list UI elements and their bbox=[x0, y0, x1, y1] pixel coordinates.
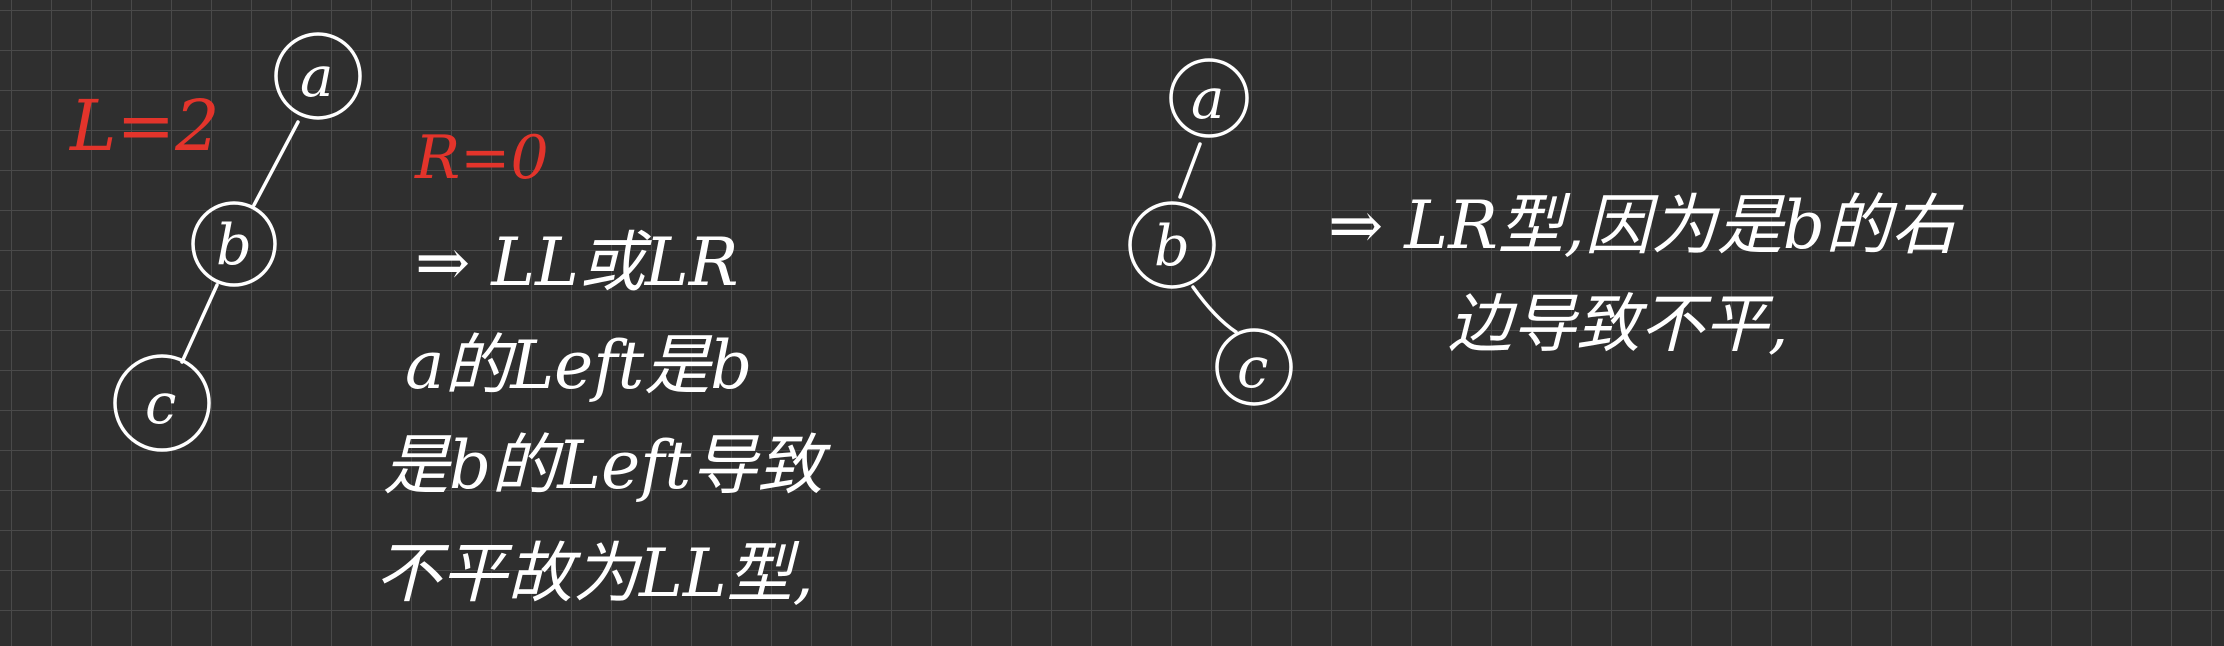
right-tree-node-b-circle bbox=[1128, 201, 1216, 289]
left-note: ⇒ LL或LR a的Left是b 是b的Left导致 不平故为LL型, bbox=[375, 224, 831, 612]
right-tree-node-b: b bbox=[1154, 214, 1190, 279]
left-tree-node-b: b bbox=[216, 213, 252, 278]
right-note: ⇒ LR型,因为是b的右 边导致不平, bbox=[1328, 187, 1964, 362]
right-tree-node-c-circle bbox=[1215, 328, 1293, 406]
left-tree-node-a-circle bbox=[274, 32, 362, 120]
left-note-line-3: 是b的Left导致 bbox=[383, 427, 831, 504]
left-tree-node-b-circle bbox=[191, 201, 277, 287]
right-tree-edge-a-b bbox=[1178, 142, 1202, 199]
left-tree: a b c bbox=[113, 32, 362, 452]
right-tree-node-a: a bbox=[1191, 67, 1224, 132]
right-note-line-2: 边导致不平, bbox=[1448, 288, 1788, 362]
left-tree-node-a: a bbox=[300, 45, 333, 110]
left-tree-node-c: c bbox=[145, 372, 176, 437]
right-height-label: R=0 bbox=[414, 123, 549, 193]
left-height-label: L=2 bbox=[68, 85, 220, 167]
left-tree-edge-a-b bbox=[252, 120, 300, 207]
right-tree-edge-b-c bbox=[1191, 285, 1238, 334]
left-note-line-4: 不平故为LL型, bbox=[375, 535, 814, 612]
right-note-line-1: ⇒ LR型,因为是b的右 bbox=[1328, 187, 1964, 264]
right-tree: a b c bbox=[1128, 58, 1293, 406]
left-note-line-1: ⇒ LL或LR bbox=[415, 224, 738, 301]
left-note-line-2: a的Left是b bbox=[405, 327, 752, 404]
left-tree-edge-b-c bbox=[180, 283, 219, 364]
left-tree-node-c-circle bbox=[113, 354, 211, 452]
right-tree-node-c: c bbox=[1237, 336, 1268, 401]
right-tree-node-a-circle bbox=[1169, 58, 1249, 138]
